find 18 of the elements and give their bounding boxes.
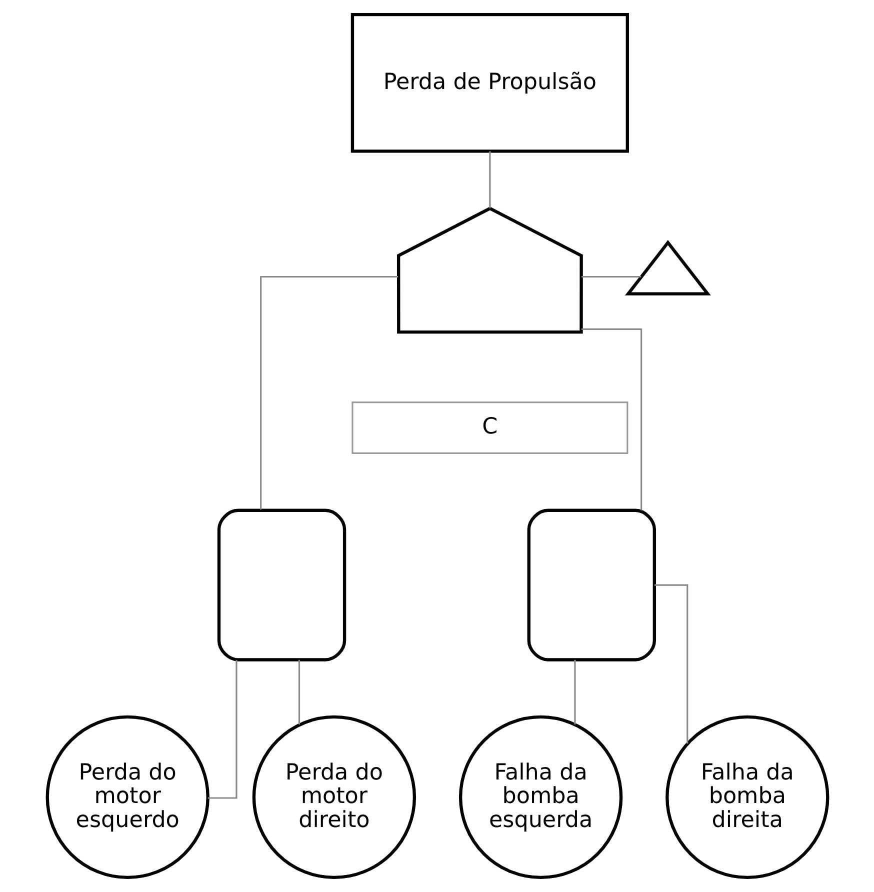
connector (260, 276, 398, 510)
node-box: C (351, 402, 628, 454)
connector (580, 328, 642, 510)
connector (654, 584, 688, 744)
node-gate (216, 508, 346, 662)
node-circle: Perda do motor esquerdo (45, 715, 209, 880)
node-gate (396, 206, 582, 334)
node-circle: Falha da bomba esquerda (458, 715, 622, 880)
node-triangle (624, 240, 710, 296)
node-circle: Perda do motor direito (252, 715, 416, 880)
node-circle: Falha da bomba direita (665, 715, 829, 880)
node-gate (526, 508, 656, 662)
connector (581, 276, 641, 278)
connector (574, 660, 576, 725)
connector (298, 660, 300, 725)
node-box: Perda de Propulsão (350, 12, 628, 153)
connector (488, 151, 490, 208)
connector (207, 660, 237, 799)
